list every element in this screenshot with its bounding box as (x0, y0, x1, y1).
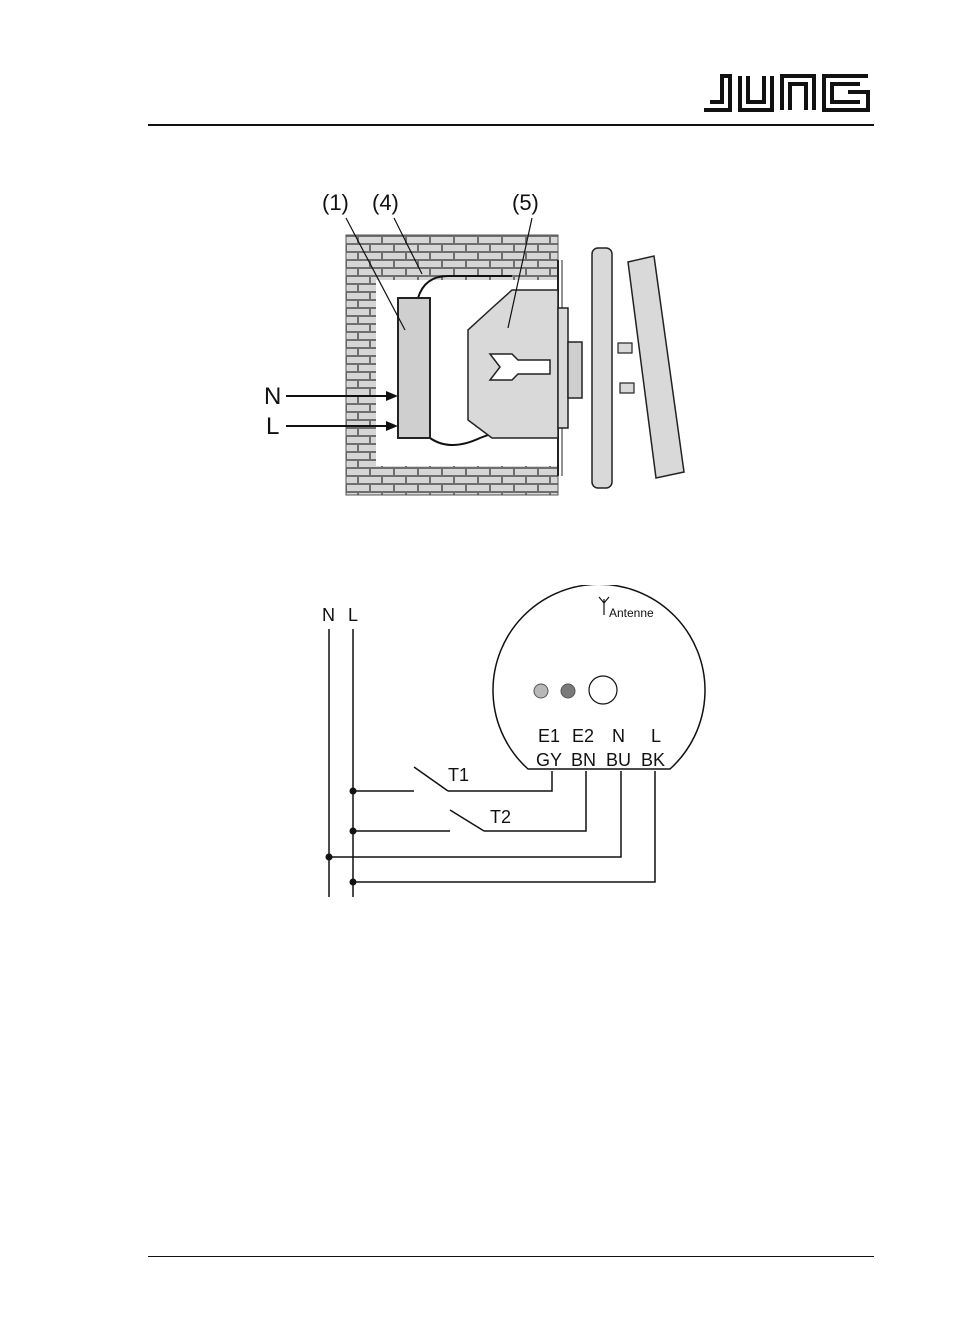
led-1 (533, 683, 549, 699)
wire-color-e1: GY (536, 750, 562, 770)
switch-label-t1: T1 (448, 765, 469, 785)
cover-frame (591, 247, 613, 489)
jung-logo (704, 74, 870, 112)
wires (329, 771, 656, 883)
switch-label-t2: T2 (490, 807, 511, 827)
switch-t1 (413, 766, 449, 792)
installation-diagram: N L (1) (4) (5) (264, 190, 685, 496)
terminal-e1: E1 (538, 726, 560, 746)
footer-rule (148, 1256, 874, 1257)
device-1 (397, 297, 431, 439)
rocker (617, 255, 685, 479)
wire-color-n: BU (606, 750, 631, 770)
terminal-l: L (651, 726, 661, 746)
button-circle (588, 675, 618, 705)
switch-t2 (449, 809, 485, 832)
wire-color-e2: BN (571, 750, 596, 770)
header-rule (148, 124, 874, 126)
junction-dots (325, 787, 357, 886)
label-part-5: (5) (512, 190, 539, 215)
led-2 (560, 683, 576, 699)
terminal-e2: E2 (572, 726, 594, 746)
antenna-icon (598, 596, 610, 615)
label-line: L (266, 413, 279, 440)
label-part-4: (4) (372, 190, 399, 215)
wiring-diagram: N L Antenne E1 E2 N L GY BN BU BK (322, 585, 706, 897)
rail-label-neutral: N (322, 605, 335, 625)
terminal-n: N (612, 726, 625, 746)
label-neutral: N (264, 383, 281, 410)
rail-label-line: L (348, 605, 358, 625)
antenna-label: Antenne (609, 606, 654, 620)
label-part-1: (1) (322, 190, 349, 215)
wire-color-l: BK (641, 750, 665, 770)
supply-arrows (286, 391, 398, 431)
